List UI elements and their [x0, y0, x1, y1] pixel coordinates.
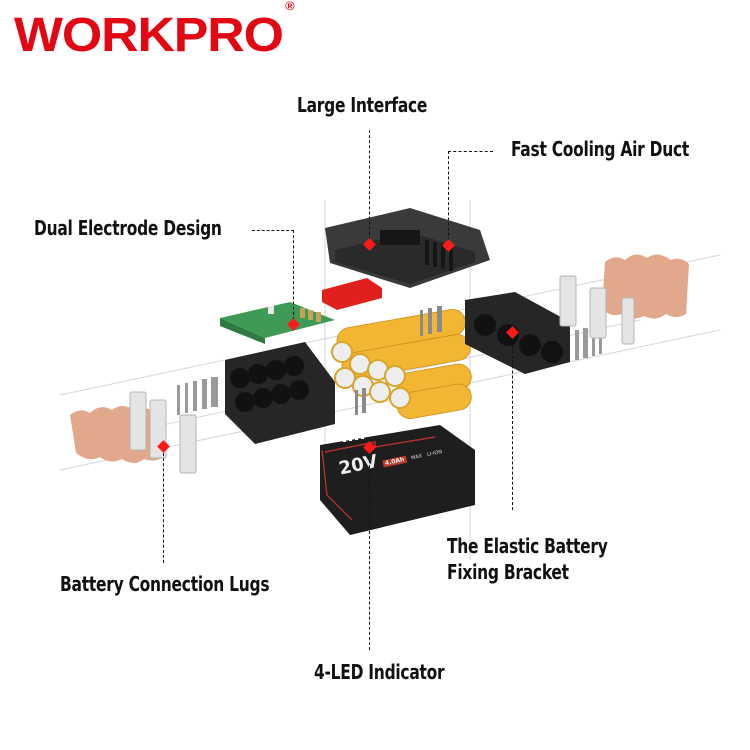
battery-case [320, 425, 475, 535]
leader-dual-electrode-h [252, 230, 294, 231]
battery-max: MAX [410, 453, 423, 462]
center-fins [355, 306, 442, 415]
callout-battery-connection-lugs: Battery Connection Lugs [60, 572, 270, 596]
leader-elastic-bracket [512, 330, 513, 510]
callout-large-interface: Large Interface [297, 93, 428, 117]
registered-mark: ® [285, 0, 295, 13]
right-fins [575, 324, 602, 360]
battery-capacity: 4.0Ah [382, 455, 407, 468]
callout-led-indicator: 4-LED Indicator [314, 660, 445, 684]
workpro-logo: WORKPRO® [14, 0, 295, 62]
callout-dual-electrode-design: Dual Electrode Design [34, 216, 222, 240]
right-connection-lugs [559, 275, 635, 345]
battery-cells [331, 309, 472, 419]
leader-led-indicator [369, 445, 370, 650]
leader-large-interface [369, 130, 370, 245]
top-cover [325, 208, 490, 288]
callout-elastic-fixing-bracket: The Elastic Battery Fixing Bracket [447, 533, 608, 585]
callout-elastic-line1: The Elastic Battery [447, 534, 608, 558]
leader-fast-cooling-v [448, 151, 449, 246]
red-latch [322, 278, 382, 310]
left-cell-holder [225, 342, 335, 444]
right-thermal-pad [602, 254, 689, 319]
leader-fast-cooling-h [448, 151, 493, 152]
left-fins [177, 377, 218, 415]
leader-connection-lugs [163, 448, 164, 563]
callout-elastic-line2: Fixing Bracket [447, 560, 569, 584]
callout-fast-cooling-air-duct: Fast Cooling Air Duct [511, 137, 690, 161]
brand-name: WORKPRO [14, 9, 284, 62]
leader-dual-electrode-v [293, 230, 294, 325]
pcb-board [220, 302, 335, 344]
battery-chemistry: LI-ION [426, 449, 443, 459]
